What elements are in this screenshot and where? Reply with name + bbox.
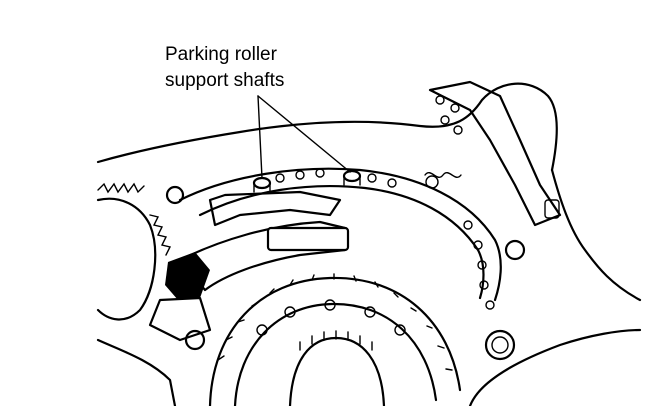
parking-roller-support-shaft-left xyxy=(252,176,272,193)
flange-bolts xyxy=(435,95,560,219)
left-gear xyxy=(96,182,172,321)
parking-roller xyxy=(148,252,212,342)
return-spring xyxy=(424,172,462,189)
case-outline-lower-left xyxy=(96,338,177,406)
case-outline-right xyxy=(550,168,642,302)
leader-line-right xyxy=(257,95,351,173)
callout-line-1: Parking roller xyxy=(165,44,277,65)
parking-roller-support-shaft-right xyxy=(342,169,362,186)
housing-holes xyxy=(275,168,495,310)
callout-line-2: support shafts xyxy=(165,70,285,91)
bolts xyxy=(165,185,526,361)
output-shaft-gear xyxy=(208,273,462,406)
lever-block xyxy=(266,226,350,252)
housing-ring-outer xyxy=(178,167,502,302)
leader-line-left xyxy=(257,95,263,179)
case-outline-upper xyxy=(96,82,558,172)
case-outline-lower-right xyxy=(468,328,642,406)
callout-label: Parking roller support shafts xyxy=(165,42,284,94)
parking-pawl-bracket xyxy=(208,190,342,227)
case-flange-right xyxy=(428,80,562,227)
